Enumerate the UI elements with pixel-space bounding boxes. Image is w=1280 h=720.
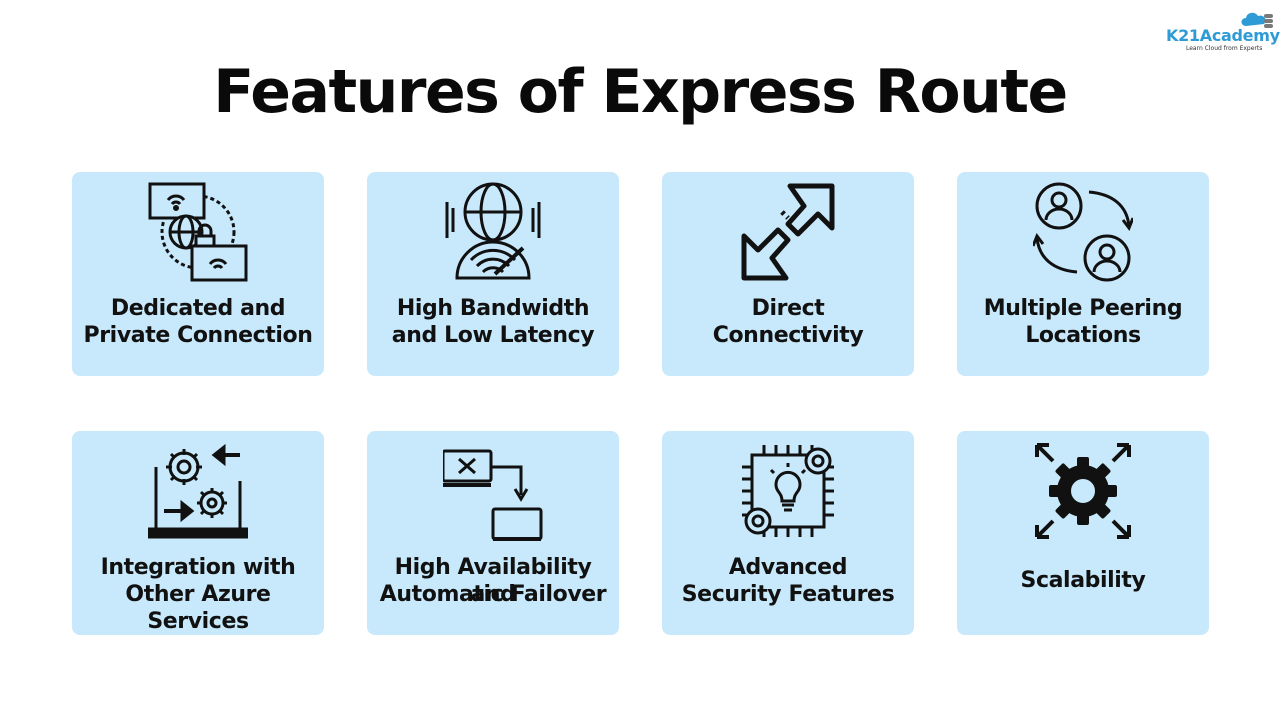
feature-label-line-1: Direct: [751, 296, 825, 321]
brand-logo: K21Academy Learn Cloud from Experts: [1164, 6, 1280, 52]
feature-label-line-2: Other Azure Services: [125, 582, 271, 634]
feature-card-dedicated-private-connection: Dedicated and Private Connection: [72, 172, 324, 376]
feature-label-line-2: Automatic Failover: [379, 582, 607, 607]
feature-card-scalability: Scalability: [957, 431, 1209, 635]
feature-label-line-1: Integration with: [100, 555, 296, 580]
feature-label-line-2: Private Connection: [83, 323, 313, 348]
direct-arrows-icon: [741, 183, 835, 281]
feature-card-multiple-peering: Multiple Peering Locations: [957, 172, 1209, 376]
brand-name: K21Academy: [1166, 26, 1280, 45]
speedometer-globe-icon: [445, 182, 541, 280]
integration-gears-icon: [148, 443, 248, 539]
feature-label-line-1: Advanced: [728, 555, 848, 580]
feature-label-line-1: High Availability and: [394, 555, 592, 607]
feature-card-azure-integration: Integration with Other Azure Services: [72, 431, 324, 635]
security-chip-icon: [742, 445, 834, 537]
feature-card-high-availability: High Availability and Automatic Failover: [367, 431, 619, 635]
feature-label-line-2: Security Features: [681, 582, 895, 607]
feature-label-line-1: Dedicated and: [110, 296, 286, 321]
peering-users-icon: [1033, 182, 1133, 282]
cloud-stack-icon: [1241, 12, 1273, 28]
feature-label-line-2: and Low Latency: [391, 323, 595, 348]
feature-label-line-2: Connectivity: [712, 323, 864, 348]
feature-label-line-1: Multiple Peering: [983, 296, 1183, 321]
scalability-gear-icon: [1035, 443, 1131, 539]
feature-label: Scalability: [1020, 568, 1146, 593]
failover-icon: [443, 449, 543, 541]
private-connection-icon: [148, 182, 248, 282]
feature-label-line-1: High Bandwidth: [396, 296, 590, 321]
feature-label-line-2: Locations: [1025, 323, 1141, 348]
page-title: Features of Express Route: [213, 57, 1068, 127]
brand-tagline: Learn Cloud from Experts: [1186, 45, 1263, 52]
feature-card-advanced-security: Advanced Security Features: [662, 431, 914, 635]
feature-card-high-bandwidth: High Bandwidth and Low Latency: [367, 172, 619, 376]
feature-card-direct-connectivity: Direct Connectivity: [662, 172, 914, 376]
